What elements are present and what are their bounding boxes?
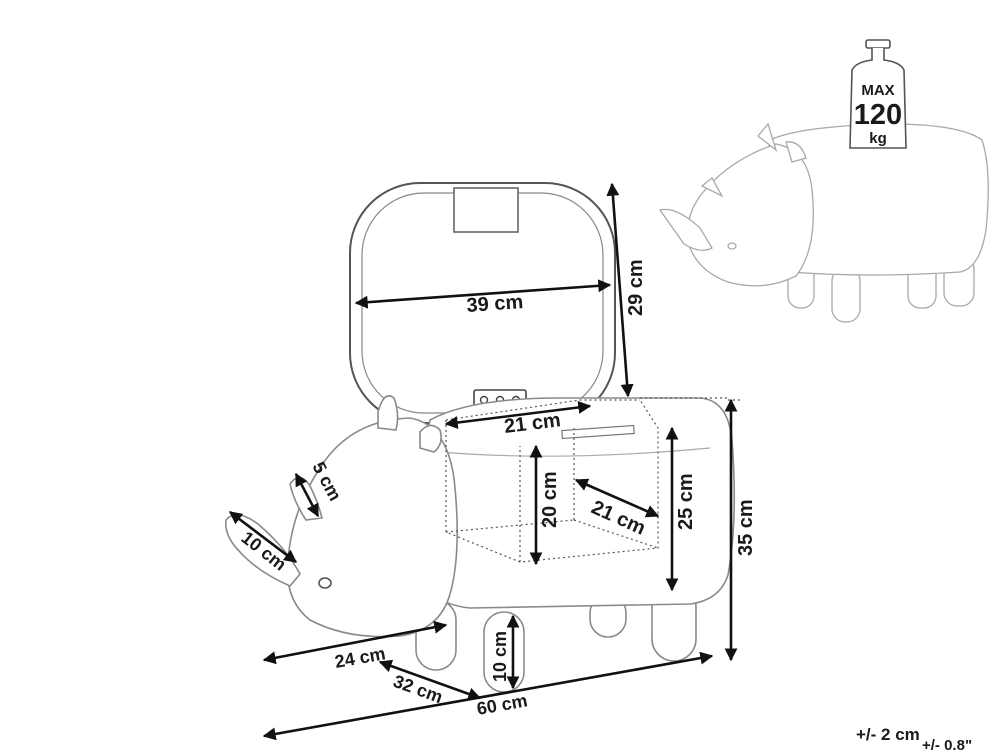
weight-unit: kg: [869, 130, 887, 147]
lid-handle: [453, 187, 519, 233]
body-height-label: 25 cm: [675, 473, 697, 530]
dimension-arrows: [228, 182, 740, 741]
max-weight-icon: MAX 120 kg: [849, 39, 907, 149]
ghost-rhino-illustration: [658, 122, 989, 323]
storage-height-label: 20 cm: [539, 471, 561, 528]
total-height-label: 35 cm: [735, 499, 757, 556]
total-length-label: 60 cm: [475, 690, 529, 719]
lid-width-label: 39 cm: [466, 291, 524, 317]
tolerance-imperial: +/- 0.8": [922, 737, 972, 751]
body-length-label: 24 cm: [333, 643, 387, 672]
weight-value: 120: [854, 99, 902, 131]
tolerance-note: +/- 2 cm +/- 0.8": [856, 725, 972, 751]
leg-height-label: 10 cm: [490, 631, 510, 682]
weight-label: MAX: [861, 82, 894, 99]
lid-height-label: 29 cm: [625, 259, 647, 316]
rhino-ottoman-illustration: [224, 182, 736, 693]
tolerance-metric: +/- 2 cm: [856, 725, 920, 744]
